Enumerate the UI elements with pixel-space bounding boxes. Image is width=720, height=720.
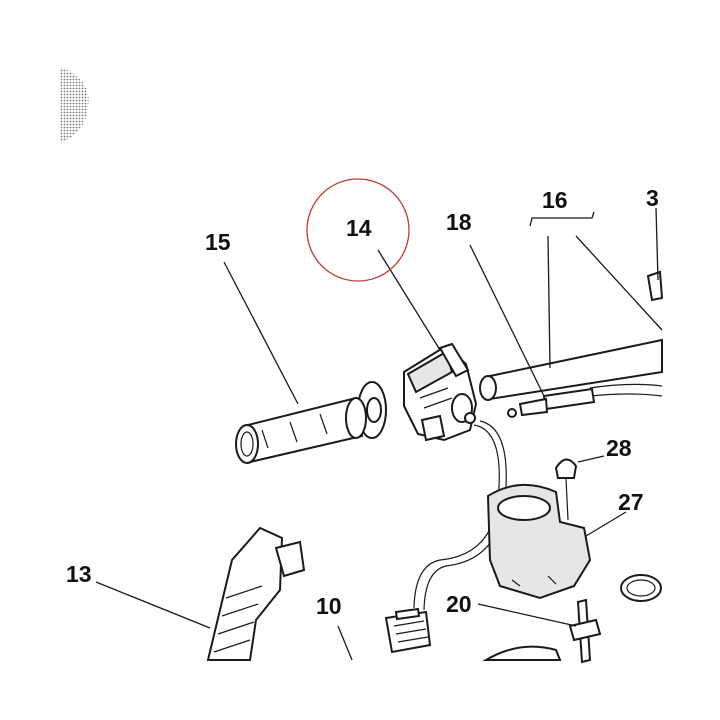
lever-body xyxy=(206,526,306,661)
callout-16: 16 xyxy=(542,187,568,213)
throttle-cable xyxy=(507,383,663,418)
handlebar-tube xyxy=(479,338,663,401)
clamp-bolt xyxy=(646,270,664,302)
callout-28: 28 xyxy=(606,435,632,461)
o-ring xyxy=(620,574,662,602)
callout-3: 3 xyxy=(646,185,659,211)
callout-27: 27 xyxy=(618,489,644,515)
cap-nut xyxy=(554,458,578,521)
callout-15: 15 xyxy=(205,229,231,255)
throttle-cover xyxy=(486,483,592,600)
switch-wire-harness xyxy=(384,420,507,654)
mounting-bolt xyxy=(568,598,602,664)
switch-housing xyxy=(403,342,478,442)
handlebar-grip xyxy=(235,396,367,464)
base-bracket xyxy=(482,645,562,661)
callout-20: 20 xyxy=(446,591,472,617)
callout-10: 10 xyxy=(316,593,342,619)
leader-lines xyxy=(95,207,663,661)
callout-14: 14 xyxy=(346,215,372,241)
callout-18: 18 xyxy=(446,209,472,235)
callout-13: 13 xyxy=(66,561,92,587)
page-tab-marker xyxy=(60,68,89,142)
highlight-circle xyxy=(306,178,410,282)
